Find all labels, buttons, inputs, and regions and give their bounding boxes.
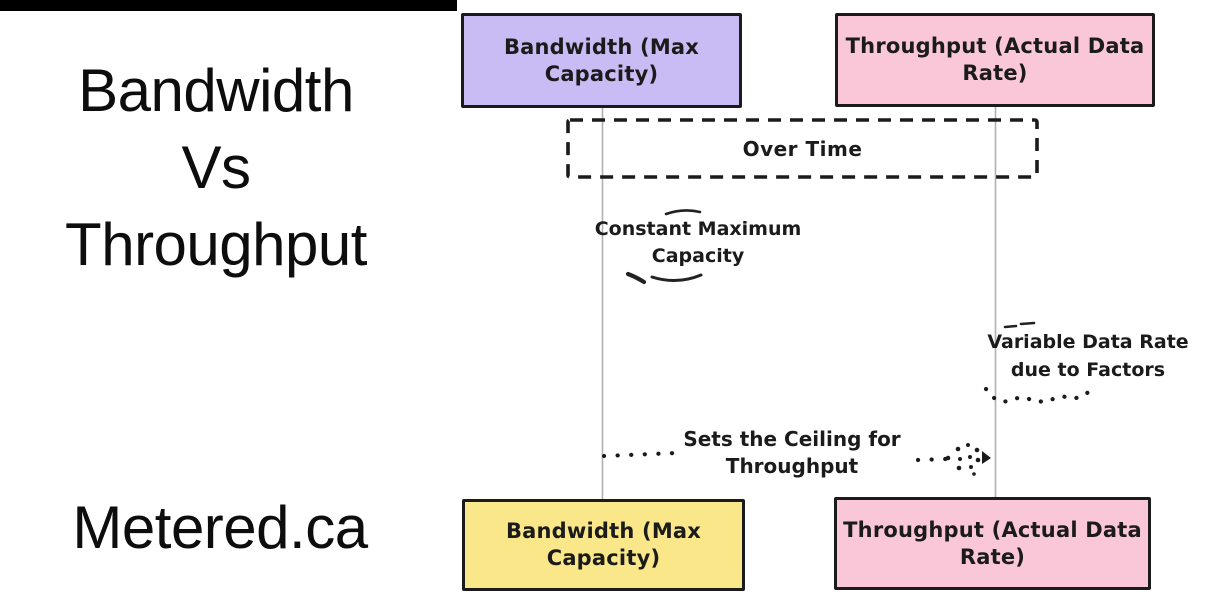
- actor-box-bandwidth-top: Bandwidth (Max Capacity): [461, 13, 742, 108]
- actor-label: Bandwidth (Max Capacity): [505, 519, 702, 570]
- over-time-label: Over Time: [742, 136, 863, 161]
- actor-box-throughput-top: Throughput (Actual Data Rate): [835, 13, 1155, 107]
- actor-label: Throughput (Actual Data Rate): [843, 517, 1142, 569]
- page-title: Bandwidth Vs Throughput: [65, 57, 367, 278]
- actor-box-throughput-bottom: Throughput (Actual Data Rate): [834, 497, 1151, 590]
- top-progress-bar: [0, 0, 457, 11]
- actor-label: Throughput (Actual Data Rate): [845, 34, 1145, 85]
- note-constant-maximum-capacity: Constant Maximum Capacity: [594, 218, 802, 267]
- sketch-underline-capacity: [650, 273, 703, 282]
- note-variable-data-rate: Variable Data Rate due to Factors: [987, 331, 1189, 381]
- brand-logo-text: Metered.ca: [72, 494, 368, 561]
- dotted-arrow-shaft-left: [601, 450, 679, 459]
- sketch-overline-constant: [664, 209, 702, 216]
- sketch-dash-variable-1: [1003, 324, 1018, 329]
- sketch-tick-capacity: [625, 271, 647, 285]
- actor-label: Bandwidth (Max Capacity): [503, 34, 700, 86]
- sketch-dash-variable-2: [1019, 321, 1036, 326]
- sketch-dotted-squiggle-variable: [983, 385, 1096, 404]
- dotted-arrow-shaft-right: [915, 456, 949, 463]
- note-sets-the-ceiling: Sets the Ceiling for Throughput: [683, 427, 901, 478]
- actor-box-bandwidth-bottom: Bandwidth (Max Capacity): [462, 499, 745, 591]
- dotted-arrowhead-icon: [945, 443, 991, 476]
